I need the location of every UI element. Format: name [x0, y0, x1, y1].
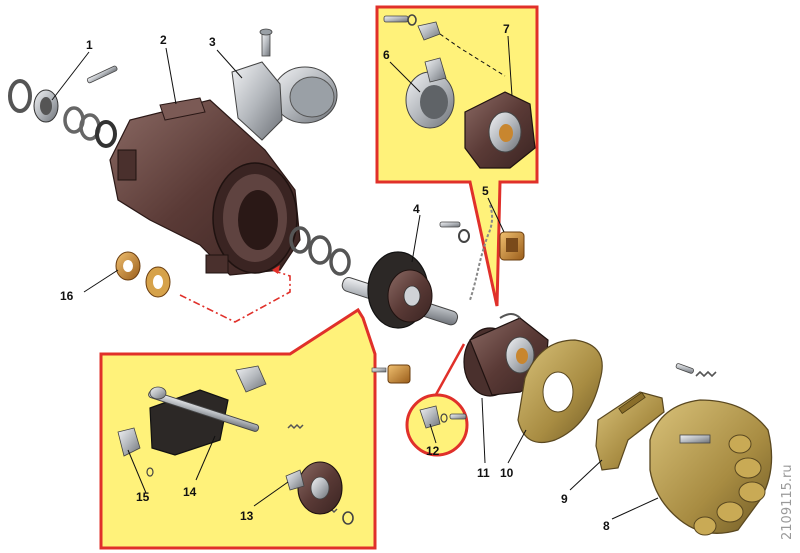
callout-12: 12: [426, 444, 440, 458]
callout-16: 16: [60, 289, 74, 303]
inset-circle-parts: [419, 405, 467, 429]
housing-part-2: [109, 97, 301, 276]
dust-shield-part-10: [517, 339, 603, 444]
distributor-cap-part-8: [649, 363, 773, 536]
callout-10: 10: [500, 466, 514, 480]
shaft-assembly-part-4: [341, 251, 459, 329]
spring-part-5: [469, 204, 525, 301]
main-washers: [289, 226, 351, 276]
bushing-part-1: [8, 65, 118, 148]
callout-14: 14: [183, 485, 197, 499]
seal-and-washer-part-16: [115, 251, 171, 298]
callout-11: 11: [477, 466, 490, 480]
screw-and-washer: [439, 221, 470, 243]
callout-7: 7: [503, 22, 510, 36]
rotor-part-9: [595, 391, 665, 471]
vacuum-regulator-part-3: [231, 28, 338, 141]
callout-5: 5: [482, 184, 489, 198]
inset-bottom-parts: [117, 365, 354, 525]
inset-circle-12: [405, 343, 469, 457]
callout-15: 15: [136, 490, 150, 504]
callout-13: 13: [240, 509, 254, 523]
callout-4: 4: [413, 202, 420, 216]
callout-6: 6: [383, 48, 390, 62]
inset-top-parts: [383, 14, 536, 169]
leader-lines: [51, 35, 659, 520]
callout-3: 3: [209, 35, 216, 49]
callout-8: 8: [603, 519, 610, 533]
dash-arrow: [179, 265, 291, 323]
callout-numbers: 1 2 3 4 5 6 7 8 9 10 11 12 13 14 15 16: [60, 22, 610, 533]
callout-9: 9: [561, 492, 568, 506]
watermark: 2109115.ru: [780, 464, 795, 540]
callout-2: 2: [160, 33, 167, 47]
callout-1: 1: [86, 38, 93, 52]
